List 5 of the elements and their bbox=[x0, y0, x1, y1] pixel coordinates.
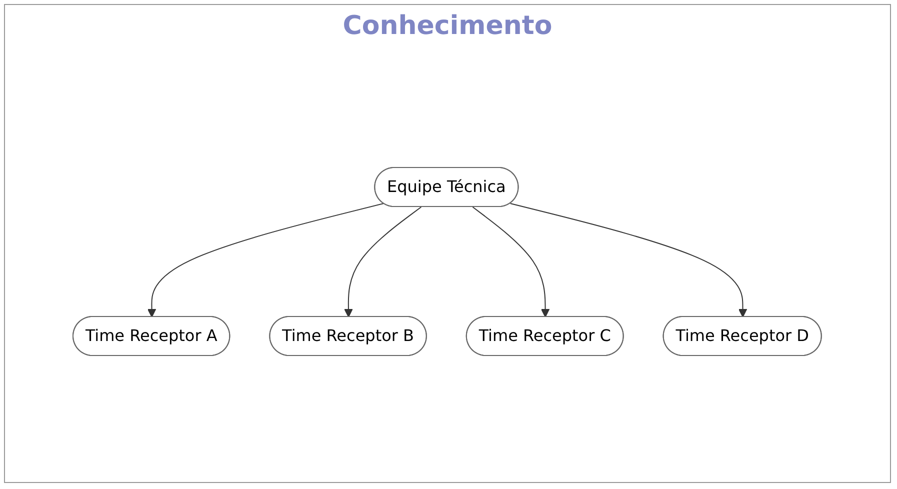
arrow bbox=[344, 206, 422, 318]
caption-text: Conhecimento bbox=[342, 11, 552, 41]
arrow bbox=[510, 202, 748, 318]
arrow bbox=[472, 206, 550, 318]
arrow bbox=[148, 203, 384, 318]
